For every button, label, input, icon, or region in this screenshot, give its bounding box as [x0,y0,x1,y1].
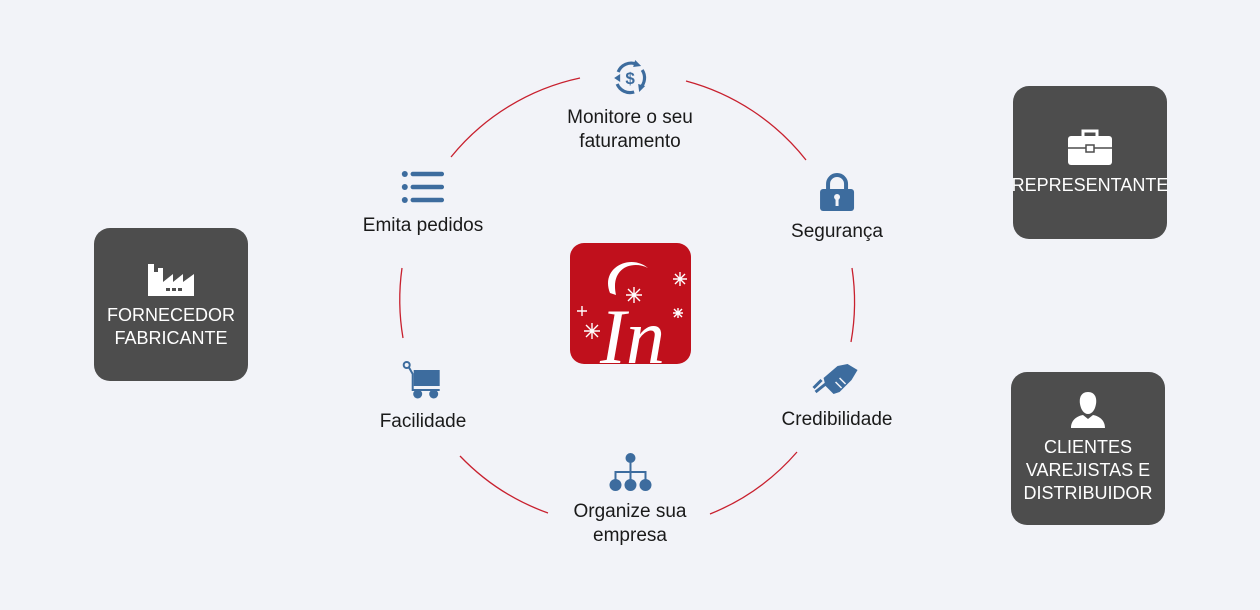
svg-text:$: $ [625,69,635,88]
role-label-line-2: VAREJISTAS E [1025,460,1151,480]
feature-emita-pedidos: Emita pedidos [363,170,483,238]
user-icon [1071,392,1105,428]
feature-seguranca: Segurança [791,172,883,244]
padlock-icon [820,173,854,211]
feature-label: Facilidade [379,411,467,432]
feature-monitore-faturamento: $ Monitore o seu faturamento [567,58,693,154]
ring-arc-top-right [685,80,807,161]
shopping-cart-icon [402,361,440,399]
feature-label-line-1: Monitore o seu [567,107,693,128]
feature-organize-empresa: Organize sua empresa [573,452,687,548]
handshake-icon [812,364,858,394]
dollar-cycle-icon: $ [614,60,646,95]
org-chart-icon [608,453,651,491]
in-crescent-stars-logo-icon: In [577,262,687,364]
feature-label: Segurança [791,221,883,242]
feature-label-line-1: Organize sua [573,501,687,522]
feature-facilidade: Facilidade [379,360,467,434]
ring-arc-bottom-left [459,455,549,514]
in-logo: In [570,243,691,364]
ring-arc-left [399,267,404,339]
feature-label-line-2: empresa [593,525,667,546]
role-label: REPRESENTANTE [1011,175,1169,195]
ring-arc-right [850,267,856,343]
feature-credibilidade: Credibilidade [781,360,893,432]
role-label-line-2: FABRICANTE [114,327,228,348]
svg-text:In: In [599,293,665,364]
feature-label-line-2: faturamento [579,131,681,152]
ring-arc-bottom-right [709,451,798,515]
role-label-line-1: FORNECEDOR [106,304,235,325]
ring-arc-top-left [450,77,581,158]
factory-icon [148,263,194,296]
role-box-clientes-varejistas-distribuidor: CLIENTES VAREJISTAS E DISTRIBUIDOR [1011,372,1165,525]
role-label-line-3: DISTRIBUIDOR [1023,483,1153,503]
feature-label: Emita pedidos [362,215,484,236]
list-icon [402,171,445,203]
briefcase-icon [1068,129,1112,165]
role-box-fornecedor-fabricante: FORNECEDOR FABRICANTE [94,228,248,381]
feature-label: Credibilidade [781,409,893,430]
role-box-representante: REPRESENTANTE [1011,86,1169,239]
role-label-line-1: CLIENTES [1043,437,1133,457]
